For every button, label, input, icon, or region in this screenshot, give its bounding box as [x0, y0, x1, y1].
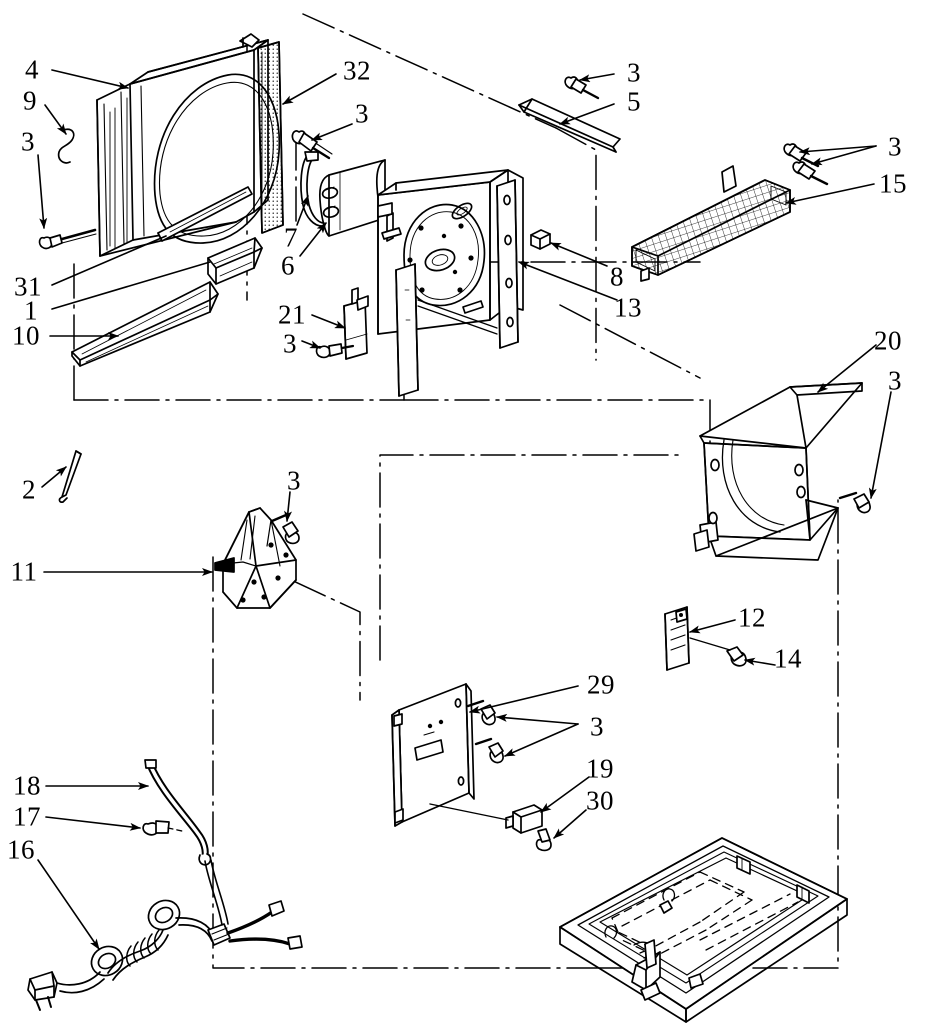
part-2-drain-tube: [58, 450, 82, 503]
callout-6: 6: [281, 250, 295, 281]
center-bulkhead-assembly: [315, 169, 551, 397]
part-3-screw-brace: [564, 76, 600, 100]
callout-3-b: 3: [355, 98, 369, 129]
callout-2: 2: [22, 474, 36, 505]
callout-13: 13: [614, 292, 642, 323]
callout-9: 9: [23, 85, 37, 116]
part-3-screw-housing: [838, 491, 871, 514]
callout-12: 12: [738, 602, 766, 633]
part-3-screw-left: [38, 228, 97, 250]
callout-16: 16: [7, 834, 35, 865]
part-11-motor-mount-bracket: [214, 507, 297, 609]
part-30-screw: [535, 828, 552, 852]
part-3-screws-grille: [783, 143, 829, 186]
part-3-screw-mount: [270, 513, 300, 545]
callout-3-h: 3: [590, 711, 604, 742]
leader-lines: [37, 69, 892, 950]
part-29-divider-panel: [391, 683, 475, 827]
part-3-screw-clip: [315, 343, 355, 359]
callout-3-e: 3: [888, 131, 902, 162]
callout-19: 19: [586, 753, 614, 784]
phantom-assembly-lines: [73, 13, 839, 969]
callout-17: 17: [13, 801, 41, 832]
callout-32: 32: [343, 55, 371, 86]
callout-8: 8: [610, 261, 624, 292]
callout-21: 21: [278, 299, 306, 330]
callout-3-c: 3: [283, 328, 297, 359]
part-14-screw: [689, 637, 747, 667]
callout-11: 11: [10, 556, 38, 587]
callout-14: 14: [774, 643, 802, 674]
callout-5: 5: [627, 86, 641, 117]
callout-15: 15: [879, 168, 907, 199]
part-21-bracket-clip: [343, 287, 369, 360]
part-17-ground-screw: [142, 820, 183, 836]
callout-3-d: 3: [627, 57, 641, 88]
callout-3-g: 3: [287, 465, 301, 496]
callout-30: 30: [586, 785, 614, 816]
callout-20: 20: [874, 325, 902, 356]
part-19-switch: [429, 803, 543, 834]
part-9-clip: [57, 128, 75, 164]
part-12-terminal-block: [664, 606, 690, 671]
base-pan: [559, 837, 848, 1023]
part-32-insulation-strip: [257, 41, 284, 234]
part-15-condenser-grille: [631, 165, 791, 282]
callout-1: 1: [24, 295, 38, 326]
part-20-fan-housing: [693, 382, 863, 561]
part-10-rail: [71, 281, 219, 367]
part-18-ground-wire: [144, 759, 212, 866]
callout-10: 10: [12, 320, 40, 351]
callout-31: 31: [14, 271, 42, 302]
callout-29: 29: [587, 669, 615, 700]
part-16-power-cord: [27, 859, 303, 1011]
callout-3-a: 3: [21, 126, 35, 157]
part-8-nut: [530, 229, 551, 250]
callout-7: 7: [284, 222, 298, 253]
part-1-channel: [207, 237, 263, 285]
cabinet-hook-top: [239, 33, 260, 48]
part-6-capacitor: [318, 159, 386, 237]
callout-4: 4: [25, 54, 39, 85]
callout-3-f: 3: [888, 365, 902, 396]
callout-18: 18: [13, 770, 41, 801]
